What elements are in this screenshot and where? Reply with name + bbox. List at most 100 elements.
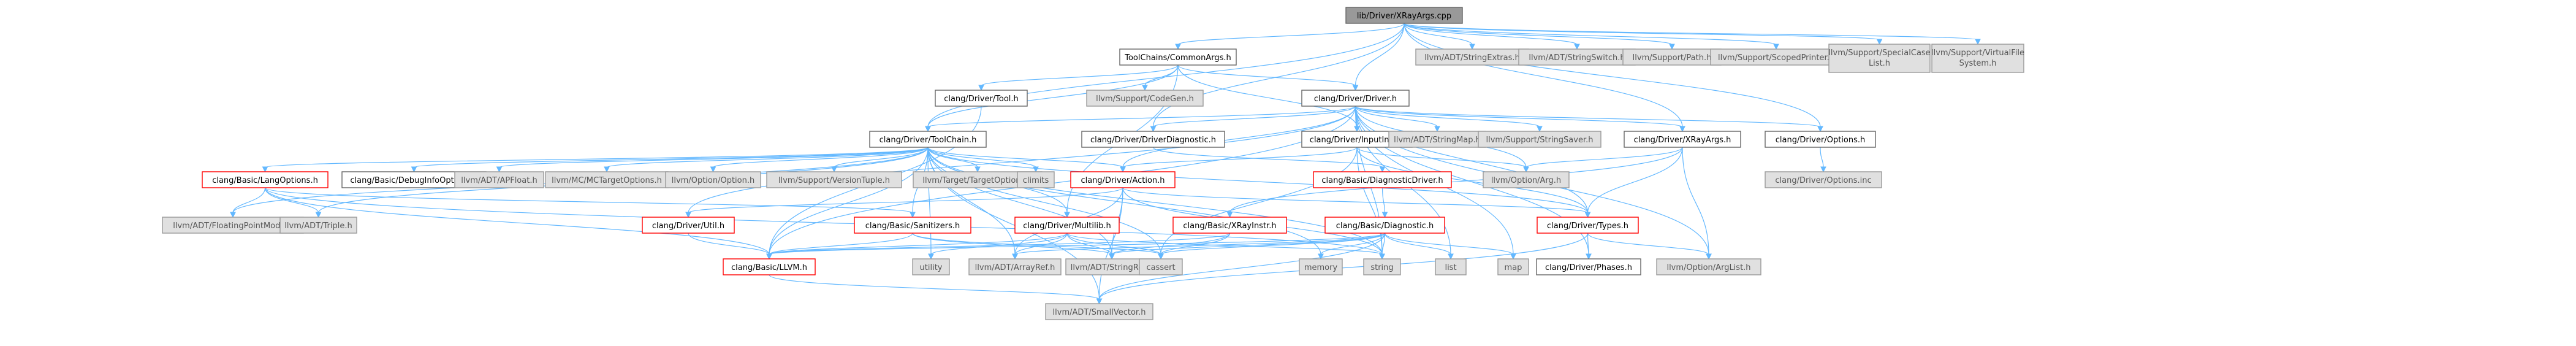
node-multilib[interactable]: clang/Driver/Multilib.h — [1014, 217, 1120, 234]
node-label: clang/Driver/ToolChain.h — [880, 136, 977, 145]
node-box — [454, 171, 544, 188]
node-box — [1299, 258, 1343, 275]
node-box — [665, 171, 761, 188]
node-triple: llvm/ADT/Triple.h — [279, 217, 357, 234]
node-label: string — [1370, 263, 1393, 272]
node-strswitch: llvm/ADT/StringSwitch.h — [1518, 48, 1636, 66]
node-sanitizers[interactable]: clang/Basic/Sanitizers.h — [854, 217, 971, 234]
node-diagdriver[interactable]: clang/Basic/DiagnosticDriver.h — [1313, 171, 1452, 188]
edge-toolchain-to-langopts — [262, 147, 929, 173]
node-options[interactable]: clang/Driver/Options.h — [1765, 131, 1876, 148]
node-box — [1497, 258, 1529, 275]
node-string: string — [1363, 258, 1401, 275]
node-toolchain[interactable]: clang/Driver/ToolChain.h — [869, 131, 987, 148]
edge-xrayargs-to-xrayinstr — [1226, 147, 1683, 218]
node-diagnostic[interactable]: clang/Basic/Diagnostic.h — [1324, 217, 1445, 234]
edge-driver-to-types — [1354, 106, 1591, 218]
node-strsaver: llvm/Support/StringSaver.h — [1478, 131, 1601, 148]
edge-toolchain-to-debuginfo — [411, 147, 929, 173]
node-box — [1435, 258, 1467, 275]
node-label: llvm/Option/Option.h — [672, 176, 754, 185]
edge-inputinfo-to-action — [1120, 147, 1358, 173]
edge-root-to-driverdiag — [1150, 23, 1405, 133]
node-box — [1828, 44, 1931, 73]
edge-toolchain-to-llvmh — [766, 147, 929, 260]
node-arrayref: llvm/ADT/ArrayRef.h — [968, 258, 1062, 275]
node-label: clang/Driver/Util.h — [652, 221, 724, 231]
node-label: clang/Driver/Types.h — [1547, 221, 1628, 231]
node-llvmh[interactable]: clang/Basic/LLVM.h — [723, 258, 816, 275]
node-memory: memory — [1299, 258, 1343, 275]
edge-driver-to-options — [1354, 106, 1823, 133]
edge-types-to-phases — [1586, 233, 1592, 260]
node-label: llvm/ADT/Triple.h — [284, 221, 352, 231]
edge-driver-to-xrayargs — [1354, 106, 1685, 133]
node-label: clang/Basic/DebugInfoOptions.h — [350, 176, 477, 185]
edge-diagnostic-to-strref — [1109, 233, 1386, 260]
edge-diagnostic-to-arrayref — [1012, 233, 1386, 260]
edge-xrayargs-to-arglist — [1682, 147, 1712, 260]
node-mctarget: llvm/MC/MCTargetOptions.h — [545, 171, 669, 188]
edge-diagdriver-to-diagnostic — [1381, 187, 1388, 218]
node-box — [1536, 258, 1641, 275]
node-driverdiag[interactable]: clang/Driver/DriverDiagnostic.h — [1081, 131, 1225, 148]
node-label: llvm/Option/Arg.h — [1491, 176, 1561, 185]
edge-root-to-scoped — [1404, 23, 1779, 50]
node-label: llvm/ADT/StringMap.h — [1394, 136, 1481, 145]
node-label: utility — [920, 263, 943, 272]
node-label: clang/Driver/Phases.h — [1545, 263, 1632, 272]
edge-commonargs-to-codegen — [1142, 64, 1179, 91]
node-util[interactable]: clang/Driver/Util.h — [642, 217, 735, 234]
node-box — [1345, 7, 1463, 24]
node-vertuple: llvm/Support/VersionTuple.h — [766, 171, 902, 188]
node-label: llvm/Target/TargetOptions.h — [922, 176, 1032, 185]
node-box — [1081, 131, 1225, 148]
node-label: llvm/ADT/APFloat.h — [461, 176, 537, 185]
node-label: cassert — [1146, 263, 1175, 272]
node-map: map — [1497, 258, 1529, 275]
node-label: lib/Driver/XRayArgs.cpp — [1357, 12, 1451, 21]
edge-diagnostic-to-cassert — [1158, 233, 1386, 260]
node-phases[interactable]: clang/Driver/Phases.h — [1536, 258, 1641, 275]
node-box — [1931, 44, 2024, 73]
node-commonargs[interactable]: ToolChains/CommonArgs.h — [1119, 48, 1237, 66]
node-label: clang/Basic/XRayInstr.h — [1183, 221, 1276, 231]
edge-action-to-types — [1122, 187, 1591, 218]
node-label: llvm/ADT/FloatingPointMode.h — [173, 221, 292, 231]
edge-options-to-optionsinc — [1820, 147, 1826, 173]
edge-driver-to-strsaver — [1354, 106, 1543, 133]
node-box — [1045, 303, 1153, 320]
node-path: llvm/Support/Path.h — [1622, 48, 1722, 66]
node-label: clang/Driver/InputInfo.h — [1310, 136, 1404, 145]
node-box — [766, 171, 902, 188]
edge-llvmh-to-smallvec — [769, 274, 1103, 305]
node-label: llvm/Support/SpecialCase — [1828, 48, 1930, 58]
node-box — [968, 258, 1062, 275]
node-langopts[interactable]: clang/Basic/LangOptions.h — [202, 171, 329, 188]
node-box — [1119, 48, 1237, 66]
node-label: llvm/Support/StringSaver.h — [1486, 136, 1594, 145]
node-box — [1070, 171, 1176, 188]
node-label: clang/Basic/LangOptions.h — [212, 176, 318, 185]
edge-xrayargs-to-optarg — [1523, 147, 1683, 173]
node-label: clang/Driver/Driver.h — [1314, 94, 1397, 104]
edge-diagnostic-to-memory — [1318, 233, 1386, 260]
node-box — [202, 171, 329, 188]
node-driver[interactable]: clang/Driver/Driver.h — [1301, 90, 1410, 107]
node-root[interactable]: lib/Driver/XRayArgs.cpp — [1345, 7, 1463, 24]
node-label: clang/Driver/XRayArgs.h — [1634, 136, 1731, 145]
node-climits: climits — [1017, 171, 1055, 188]
node-smallvec: llvm/ADT/SmallVector.h — [1045, 303, 1153, 320]
node-box — [1765, 131, 1876, 148]
node-codegen: llvm/Support/CodeGen.h — [1086, 90, 1204, 107]
node-types[interactable]: clang/Driver/Types.h — [1537, 217, 1639, 234]
node-optarg: llvm/Option/Arg.h — [1483, 171, 1570, 188]
node-tool[interactable]: clang/Driver/Tool.h — [935, 90, 1028, 107]
node-label: map — [1505, 263, 1522, 272]
node-action[interactable]: clang/Driver/Action.h — [1070, 171, 1176, 188]
node-box — [1363, 258, 1401, 275]
node-label: clang/Driver/Action.h — [1081, 176, 1165, 185]
node-xrayargs[interactable]: clang/Driver/XRayArgs.h — [1624, 131, 1741, 148]
node-xrayinstr[interactable]: clang/Basic/XRayInstr.h — [1172, 217, 1287, 234]
